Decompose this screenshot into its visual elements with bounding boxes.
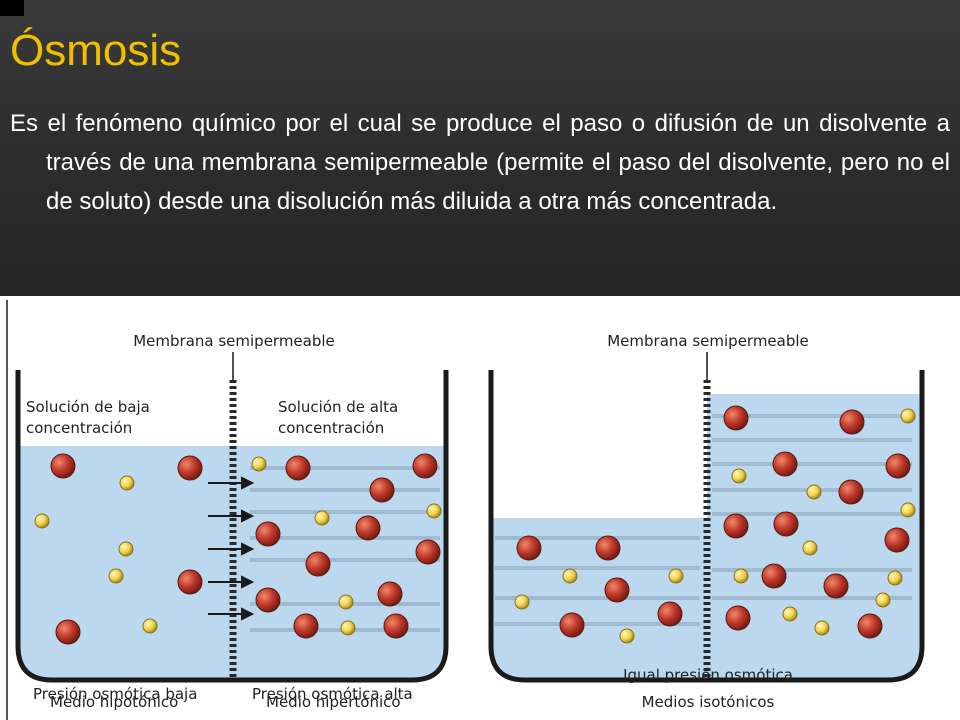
left-particles	[50, 453, 441, 645]
slide-title: Ósmosis	[10, 26, 182, 75]
osmosis-diagram-svg: Membrana semipermeable Solución de baja …	[6, 300, 925, 720]
hypotonic-label: Medio hipotónico	[50, 693, 179, 711]
low-concentration-label-2: concentración	[26, 419, 132, 437]
right-membrane-label: Membrana semipermeable	[607, 332, 809, 350]
osmosis-arrows	[208, 476, 255, 621]
left-beaker-outline	[15, 370, 449, 683]
slide-header: Ósmosis Es el fenómeno químico por el cu…	[0, 0, 960, 296]
high-concentration-label-1: Solución de alta	[278, 398, 398, 416]
isotonic-label: Medios isotónicos	[641, 693, 775, 711]
high-concentration-label-2: concentración	[278, 419, 384, 437]
slide-body-text: Es el fenómeno químico por el cual se pr…	[10, 110, 950, 215]
right-particles	[516, 405, 911, 639]
low-osmotic-pressure-label: Presión osmótica baja	[33, 685, 197, 703]
right-solvent-particles	[514, 408, 916, 644]
hypertonic-label: Medio hipertónico	[266, 693, 401, 711]
osmosis-diagram: Membrana semipermeable Solución de baja …	[0, 296, 960, 720]
equal-osmotic-pressure-label: Igual presión osmótica	[623, 666, 793, 684]
show-through-text-right-low	[495, 536, 700, 626]
left-solvent-particles	[34, 456, 442, 636]
corner-mark	[0, 0, 24, 16]
right-beaker-outline	[488, 370, 925, 683]
high-osmotic-pressure-label: Presión osmótica alta	[252, 685, 413, 703]
low-concentration-label-1: Solución de baja	[26, 398, 150, 416]
left-membrane-label: Membrana semipermeable	[133, 332, 335, 350]
